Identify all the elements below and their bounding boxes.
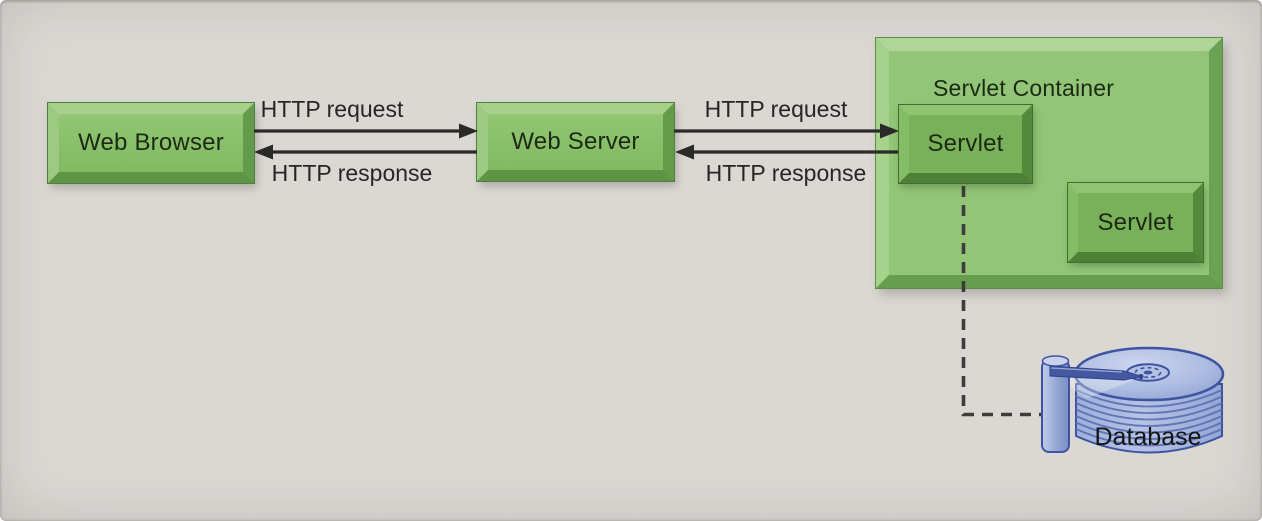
edge-label-http-request-left: HTTP request <box>260 96 404 122</box>
http-response-arrow-server-to-browser <box>254 144 477 160</box>
node-servlet-primary: Servlet <box>898 104 1033 184</box>
node-servlet-secondary: Servlet <box>1067 182 1204 263</box>
node-web-browser: Web Browser <box>47 102 255 184</box>
web-server-label: Web Server <box>511 128 640 155</box>
edge-label-http-response-left: HTTP response <box>271 160 433 186</box>
http-request-arrow-server-to-servlet <box>674 123 899 139</box>
servlet-container-label: Servlet Container <box>933 75 1115 101</box>
servlet-primary-label: Servlet <box>927 130 1004 157</box>
edge-label-http-request-right: HTTP request <box>704 96 848 122</box>
http-request-arrow-browser-to-server <box>254 123 478 139</box>
web-browser-label: Web Browser <box>78 129 224 156</box>
servlet-secondary-label: Servlet <box>1097 208 1174 236</box>
edge-label-http-response-right: HTTP response <box>705 160 867 186</box>
node-web-server: Web Server <box>476 102 675 182</box>
database-label: Database <box>1094 423 1202 451</box>
http-response-arrow-servlet-to-server <box>675 144 899 160</box>
